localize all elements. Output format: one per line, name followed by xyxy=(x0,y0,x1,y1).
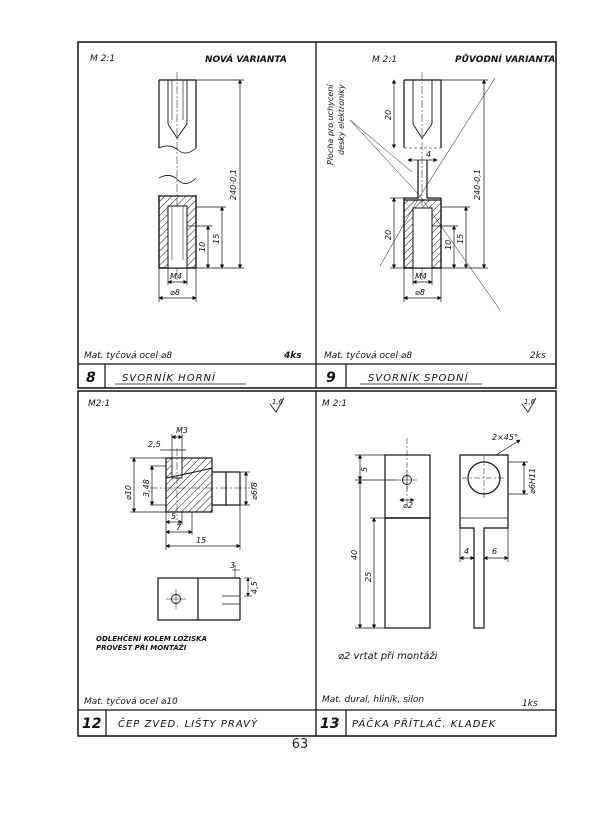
dim-6: 6 xyxy=(492,547,497,556)
dim-diameter-6h11: ⌀6H11 xyxy=(528,468,537,494)
dim-length: 240-0,1 xyxy=(229,169,238,200)
dim-10: 10 xyxy=(444,240,453,250)
pin-section xyxy=(150,448,250,520)
lever-front-view xyxy=(384,438,431,629)
dim-diameter: ⌀8 xyxy=(415,288,425,297)
part-name: SVORNÍK SPODNÍ xyxy=(368,371,469,384)
panel-13: M 2:1 1,6 xyxy=(320,397,538,732)
note-line-1: ODLEHČENÍ KOLEM LOŽISKA xyxy=(96,634,207,643)
note-line-2: desky elektroniky xyxy=(337,84,346,155)
dim-diameter-2: ⌀2 xyxy=(403,501,413,510)
part-number: 12 xyxy=(82,716,101,732)
dimension-lines xyxy=(390,79,488,302)
part-number: 8 xyxy=(86,370,96,386)
dim-2-5: 2,5 xyxy=(148,440,161,449)
dim-length: 240-0,1 xyxy=(473,169,482,200)
material-label: Mat. dural, hliník, silon xyxy=(322,695,424,705)
dim-m4: M4 xyxy=(170,272,182,281)
dim-20-top: 20 xyxy=(384,110,393,120)
page-number: 63 xyxy=(291,737,309,752)
dim-7: 7 xyxy=(176,523,182,532)
scale-label: M 2:1 xyxy=(372,55,397,65)
section-hatch xyxy=(403,199,442,269)
material-label: Mat. tyčová ocel ⌀10 xyxy=(84,696,178,707)
roughness-label: 1,6 xyxy=(272,398,284,406)
quantity-label: 4ks xyxy=(283,351,302,361)
dimension-lines xyxy=(158,79,244,302)
part-name: ČEP ZVED. LIŠTY PRAVÝ xyxy=(118,717,258,730)
pin-side-view xyxy=(157,565,252,621)
top-frame xyxy=(77,41,557,389)
dim-4-5: 4,5 xyxy=(250,581,259,594)
dim-40: 40 xyxy=(350,550,359,560)
dim-15: 15 xyxy=(456,234,465,244)
material-label: Mat. tyčová ocel ⌀8 xyxy=(84,350,172,361)
dim-20-bottom: 20 xyxy=(384,230,393,240)
material-label: Mat. tyčová ocel ⌀8 xyxy=(324,350,412,361)
dim-diameter-6f8: ⌀6f8 xyxy=(250,482,259,500)
panel-8: M 2:1 NOVÁ VARIANTA xyxy=(84,53,302,386)
part-name: PÁČKA PŘÍTLAČ. KLADEK xyxy=(352,717,497,730)
dim-15: 15 xyxy=(212,234,221,244)
dim-diameter: ⌀8 xyxy=(170,288,180,297)
dim-chamfer: 2×45° xyxy=(492,433,518,442)
dim-m4: M4 xyxy=(415,272,427,281)
section-hatch xyxy=(158,195,197,269)
bottom-frame xyxy=(77,390,557,737)
scale-label: M 2:1 xyxy=(90,54,115,64)
scale-label: M 2:1 xyxy=(322,399,347,409)
quantity-label: 2ks xyxy=(530,351,546,361)
dim-15: 15 xyxy=(196,536,206,545)
dim-25: 25 xyxy=(364,572,373,582)
dim-5: 5 xyxy=(360,467,369,472)
panel-9: M 2:1 PŮVODNÍ VARIANTA Plocha pro uchyce… xyxy=(324,53,555,386)
part-name: SVORNÍK HORNÍ xyxy=(122,371,216,384)
quantity-label: 1ks xyxy=(522,699,538,709)
dim-diameter-10: ⌀10 xyxy=(124,485,133,500)
dim-10: 10 xyxy=(198,242,207,252)
dimension-lines xyxy=(130,434,250,550)
scale-label: M2:1 xyxy=(88,399,110,409)
note-line-2: PROVÉST PŘI MONTÁŽI xyxy=(96,643,187,652)
variant-label: NOVÁ VARIANTA xyxy=(205,53,287,65)
dim-4: 4 xyxy=(464,547,469,556)
panel-12: M2:1 1,6 xyxy=(82,397,285,732)
dimension-lines xyxy=(355,439,528,629)
dim-m3: M3 xyxy=(176,426,188,435)
drill-note: ⌀2 vrtat při montáži xyxy=(338,650,438,662)
variant-label: PŮVODNÍ VARIANTA xyxy=(455,53,555,65)
part-number: 9 xyxy=(326,370,336,386)
part-number: 13 xyxy=(320,716,339,732)
dim-3: 3 xyxy=(230,561,235,570)
note-line-1: Plocha pro uchycení xyxy=(326,83,335,165)
dim-3-48: 3,48 xyxy=(142,479,151,497)
roughness-label: 1,6 xyxy=(524,398,536,406)
dim-5: 5 xyxy=(171,512,176,521)
dim-4: 4 xyxy=(426,150,431,159)
